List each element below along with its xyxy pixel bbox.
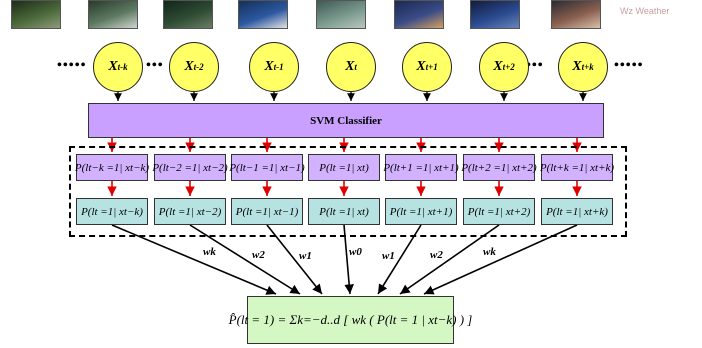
video-thumbnail <box>11 0 61 29</box>
video-thumbnail <box>551 0 601 29</box>
probability-group-border <box>69 146 627 237</box>
shifted-posterior-box: P(lt =1| xt−k) <box>76 198 148 225</box>
posterior-box: P(lt−k =1| xt−k) <box>75 154 149 181</box>
watermark-text: Wz Weather <box>620 6 670 16</box>
video-thumbnail <box>394 0 444 29</box>
weight-label: wk <box>203 246 216 258</box>
video-thumbnail <box>470 0 520 29</box>
video-thumbnail <box>163 0 213 29</box>
shifted-posterior-box: P(lt =1| xt−1) <box>231 198 303 225</box>
ellipsis-left: ••••• <box>57 58 87 73</box>
shifted-posterior-box: P(lt =1| xt+k) <box>541 198 613 225</box>
posterior-box: P(lt+1 =1| xt+1) <box>383 154 459 181</box>
posterior-box: P(lt+k =1| xt+k) <box>540 154 614 181</box>
video-thumbnail <box>88 0 138 29</box>
weight-label: w0 <box>349 246 362 258</box>
posterior-box: P(lt−2 =1| xt−2) <box>152 154 228 181</box>
weight-label: wk <box>483 246 496 258</box>
ellipsis-gap-left: ••• <box>146 58 164 73</box>
ellipsis-gap-right: ••• <box>526 58 544 73</box>
fused-probability-formula: P̂(lt = 1) = Σk=−d..d [ wk ( P(lt = 1 | … <box>229 296 472 344</box>
svm-classifier-box: SVM Classifier <box>88 103 604 138</box>
video-thumbnail <box>316 0 366 29</box>
weight-label: w1 <box>299 250 312 262</box>
posterior-box: P(lt+2 =1| xt+2) <box>461 154 537 181</box>
weight-label: w2 <box>430 249 443 261</box>
ellipsis-right: ••••• <box>614 58 644 73</box>
weight-label: w2 <box>252 249 265 261</box>
posterior-box: P(lt =1| xt) <box>308 154 380 181</box>
posterior-box: P(lt−1 =1| xt−1) <box>229 154 305 181</box>
shifted-posterior-box: P(lt =1| xt+2) <box>463 198 535 225</box>
weight-label: w1 <box>382 250 395 262</box>
shifted-posterior-box: P(lt =1| xt) <box>308 198 380 225</box>
shifted-posterior-box: P(lt =1| xt+1) <box>385 198 457 225</box>
shifted-posterior-box: P(lt =1| xt−2) <box>154 198 226 225</box>
video-thumbnail <box>238 0 288 29</box>
